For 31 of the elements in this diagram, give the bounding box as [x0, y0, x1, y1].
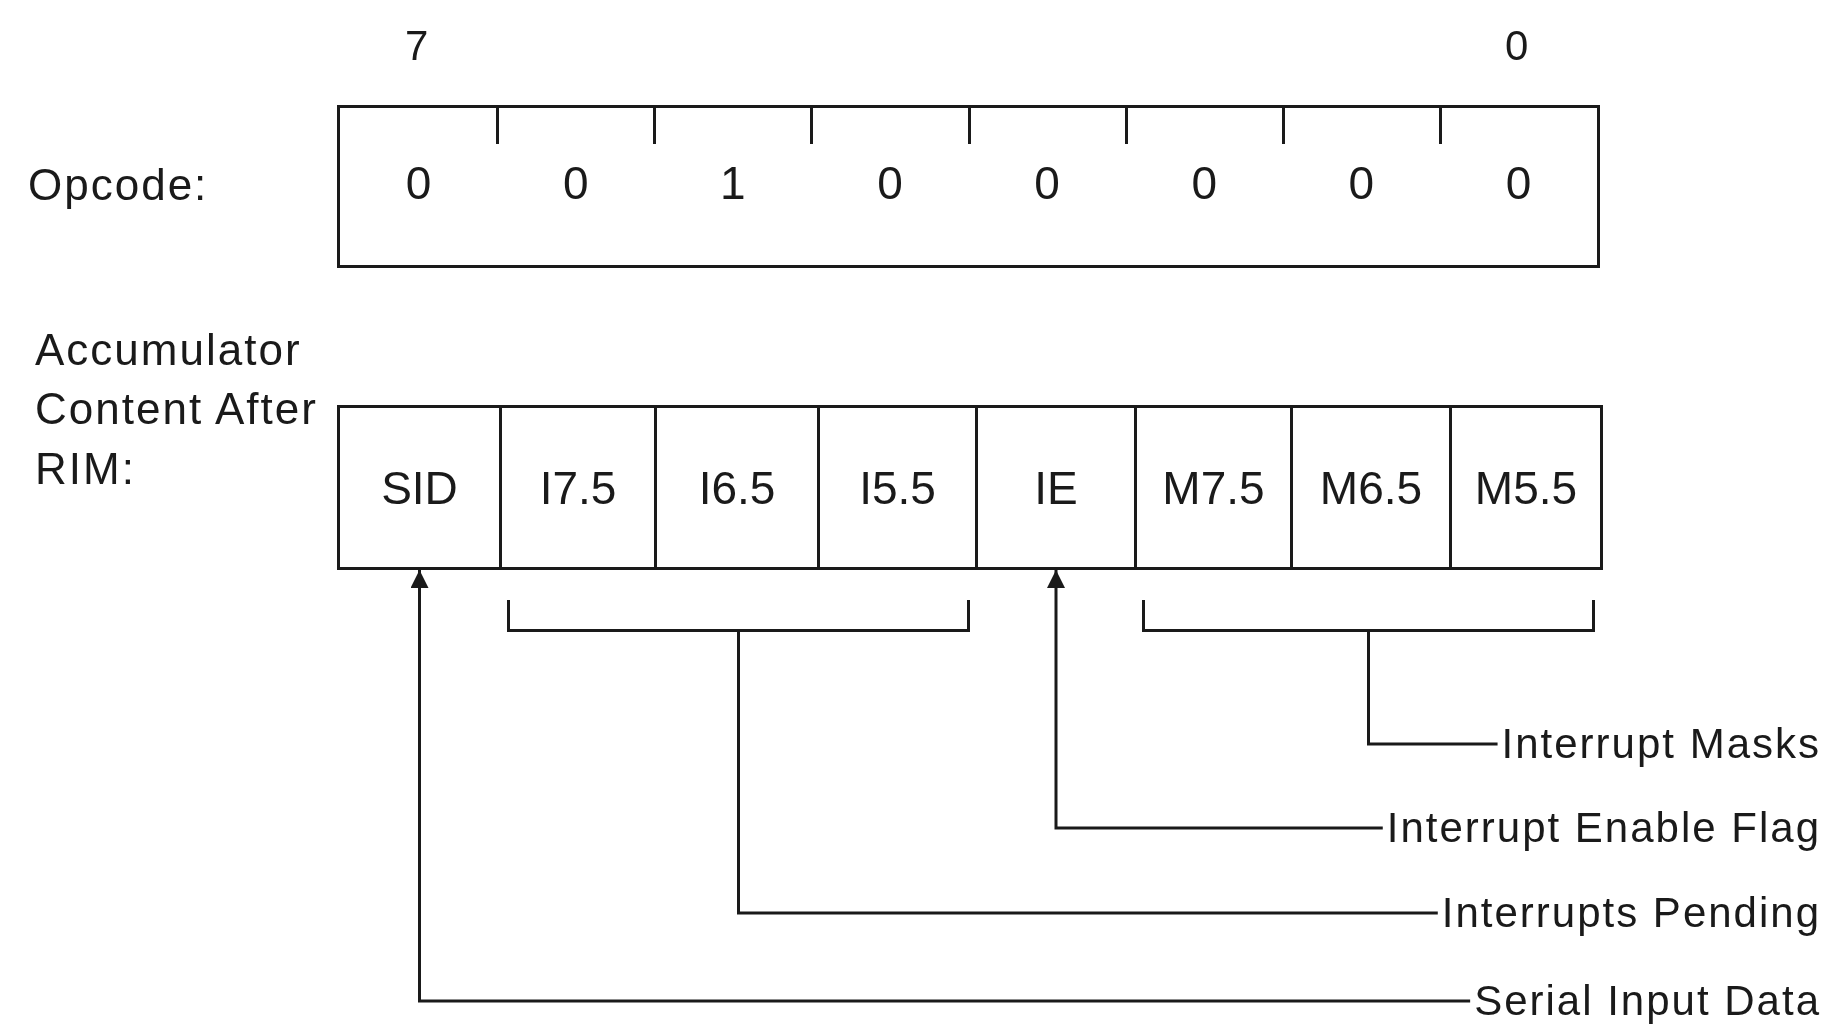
leader-line — [1367, 632, 1498, 746]
bit-value: 0 — [404, 156, 433, 210]
field-description: Interrupt Masks — [1501, 720, 1821, 768]
bit-field: M6.5 — [1290, 405, 1452, 570]
bit-field: SID — [337, 405, 502, 570]
bit-field: M5.5 — [1449, 405, 1603, 570]
bit-field: M7.5 — [1134, 405, 1293, 570]
field-description: Interrupt Enable Flag — [1386, 804, 1821, 852]
bit-value: 0 — [561, 156, 590, 210]
bit-field: I5.5 — [817, 405, 978, 570]
bit-value: 1 — [719, 156, 747, 210]
field-description: Interrupts Pending — [1441, 889, 1821, 937]
bit-field: I6.5 — [654, 405, 820, 570]
leader-arrow — [1047, 570, 1383, 830]
register-caption: Opcode: — [28, 160, 209, 210]
bracket — [1142, 600, 1595, 632]
register-caption: Accumulator Content After RIM: — [35, 324, 319, 495]
bit-value: 0 — [1504, 156, 1533, 210]
opcode-register — [337, 105, 1600, 268]
bracket — [507, 600, 970, 632]
bit-value: 0 — [1347, 156, 1376, 210]
bit-value: 0 — [1190, 156, 1218, 210]
leader-arrow — [410, 570, 1471, 1003]
bit-number: 7 — [405, 21, 431, 71]
bit-field: IE — [975, 405, 1137, 570]
field-description: Serial Input Data — [1474, 977, 1821, 1025]
bit-number: 0 — [1505, 21, 1531, 71]
leader-line — [737, 632, 1438, 915]
bit-value: 0 — [1033, 156, 1061, 210]
bit-value: 0 — [876, 156, 904, 210]
bit-field: I7.5 — [499, 405, 657, 570]
